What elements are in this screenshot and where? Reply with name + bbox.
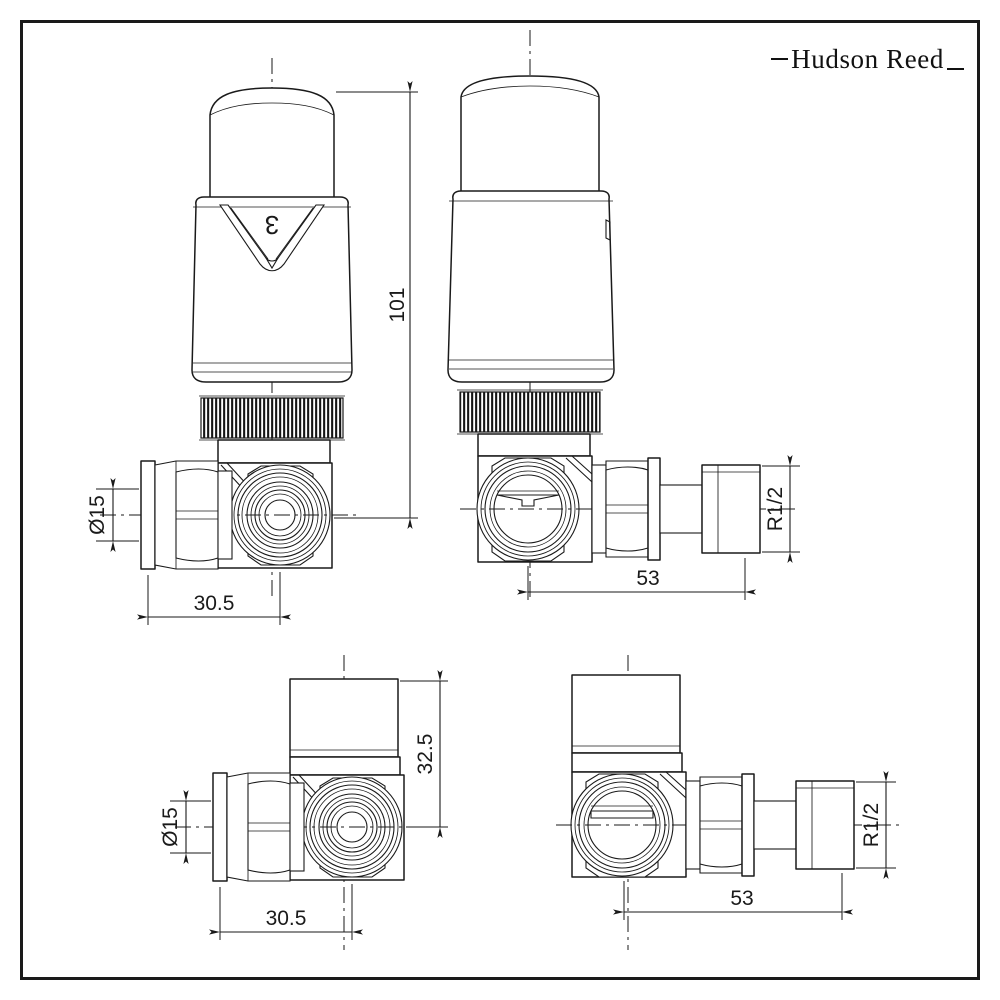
trv-body	[191, 196, 353, 383]
trv-body	[447, 190, 615, 383]
logo-rule-right	[947, 68, 964, 70]
compression-fitting-left	[212, 772, 305, 882]
dim-r12-top-label: R1/2	[764, 487, 787, 531]
dim-32p5: 32.5	[400, 670, 448, 838]
dim-53-top-label: 53	[636, 567, 659, 590]
dim-101: 101	[334, 81, 418, 529]
dim-30p5-bot: 30.5	[209, 884, 363, 940]
dim-53-bot-label: 53	[730, 887, 753, 910]
view-bottom-right: R1/2 53	[556, 655, 900, 950]
dim-30p5-bot-label: 30.5	[266, 907, 307, 930]
dim-53-bot: 53	[613, 873, 853, 920]
view-bottom-left: 32.5 Ø15 30.5	[159, 655, 448, 950]
knurled-ring	[459, 391, 601, 433]
brand-name: Hudson Reed	[791, 44, 944, 74]
cap-seam	[209, 102, 335, 116]
view-top-right: R1/2 53	[447, 30, 800, 600]
cap-seam	[460, 85, 600, 98]
trv-cap	[209, 87, 335, 201]
valve-body-block	[571, 752, 683, 773]
setting-notch-outer	[218, 204, 326, 272]
compression-fitting-right	[685, 773, 855, 877]
valve-body-block	[217, 439, 331, 464]
body-side-tab	[605, 219, 611, 241]
setting-notch-inner	[230, 207, 314, 260]
valve-spigot	[571, 674, 681, 754]
dim-dia15-bot: Ø15	[159, 790, 211, 864]
dim-r12-bot: R1/2	[856, 771, 896, 879]
dim-dia15-bot-label: Ø15	[159, 807, 182, 847]
dim-30p5-top-label: 30.5	[194, 592, 235, 615]
elbow-chamfer	[565, 455, 593, 483]
setting-pointer	[265, 257, 279, 270]
dim-101-label: 101	[386, 287, 409, 322]
sheet-border	[20, 20, 980, 980]
compression-fitting-left	[140, 460, 233, 570]
brand-logo: Hudson Reed	[771, 44, 964, 75]
elbow-chamfer	[659, 771, 687, 799]
dim-r12-top: R1/2	[762, 455, 800, 563]
dim-r12-bot-label: R1/2	[860, 803, 883, 847]
dim-53-top: 53	[517, 558, 756, 600]
knurled-ring	[200, 397, 344, 439]
valve-spigot	[289, 678, 399, 758]
dim-32p5-label: 32.5	[414, 734, 437, 775]
valve-body-block	[477, 433, 591, 457]
valve-body-block	[289, 756, 401, 776]
head-setting-number: 3	[265, 210, 279, 240]
view-top-left: 3	[86, 58, 418, 625]
compression-fitting-right	[591, 457, 761, 561]
dim-dia15-top-label: Ø15	[86, 495, 109, 535]
trv-cap	[460, 75, 600, 193]
dim-dia15-top: Ø15	[86, 478, 139, 552]
logo-rule-left	[771, 57, 789, 60]
dim-30p5-top: 30.5	[137, 572, 291, 625]
